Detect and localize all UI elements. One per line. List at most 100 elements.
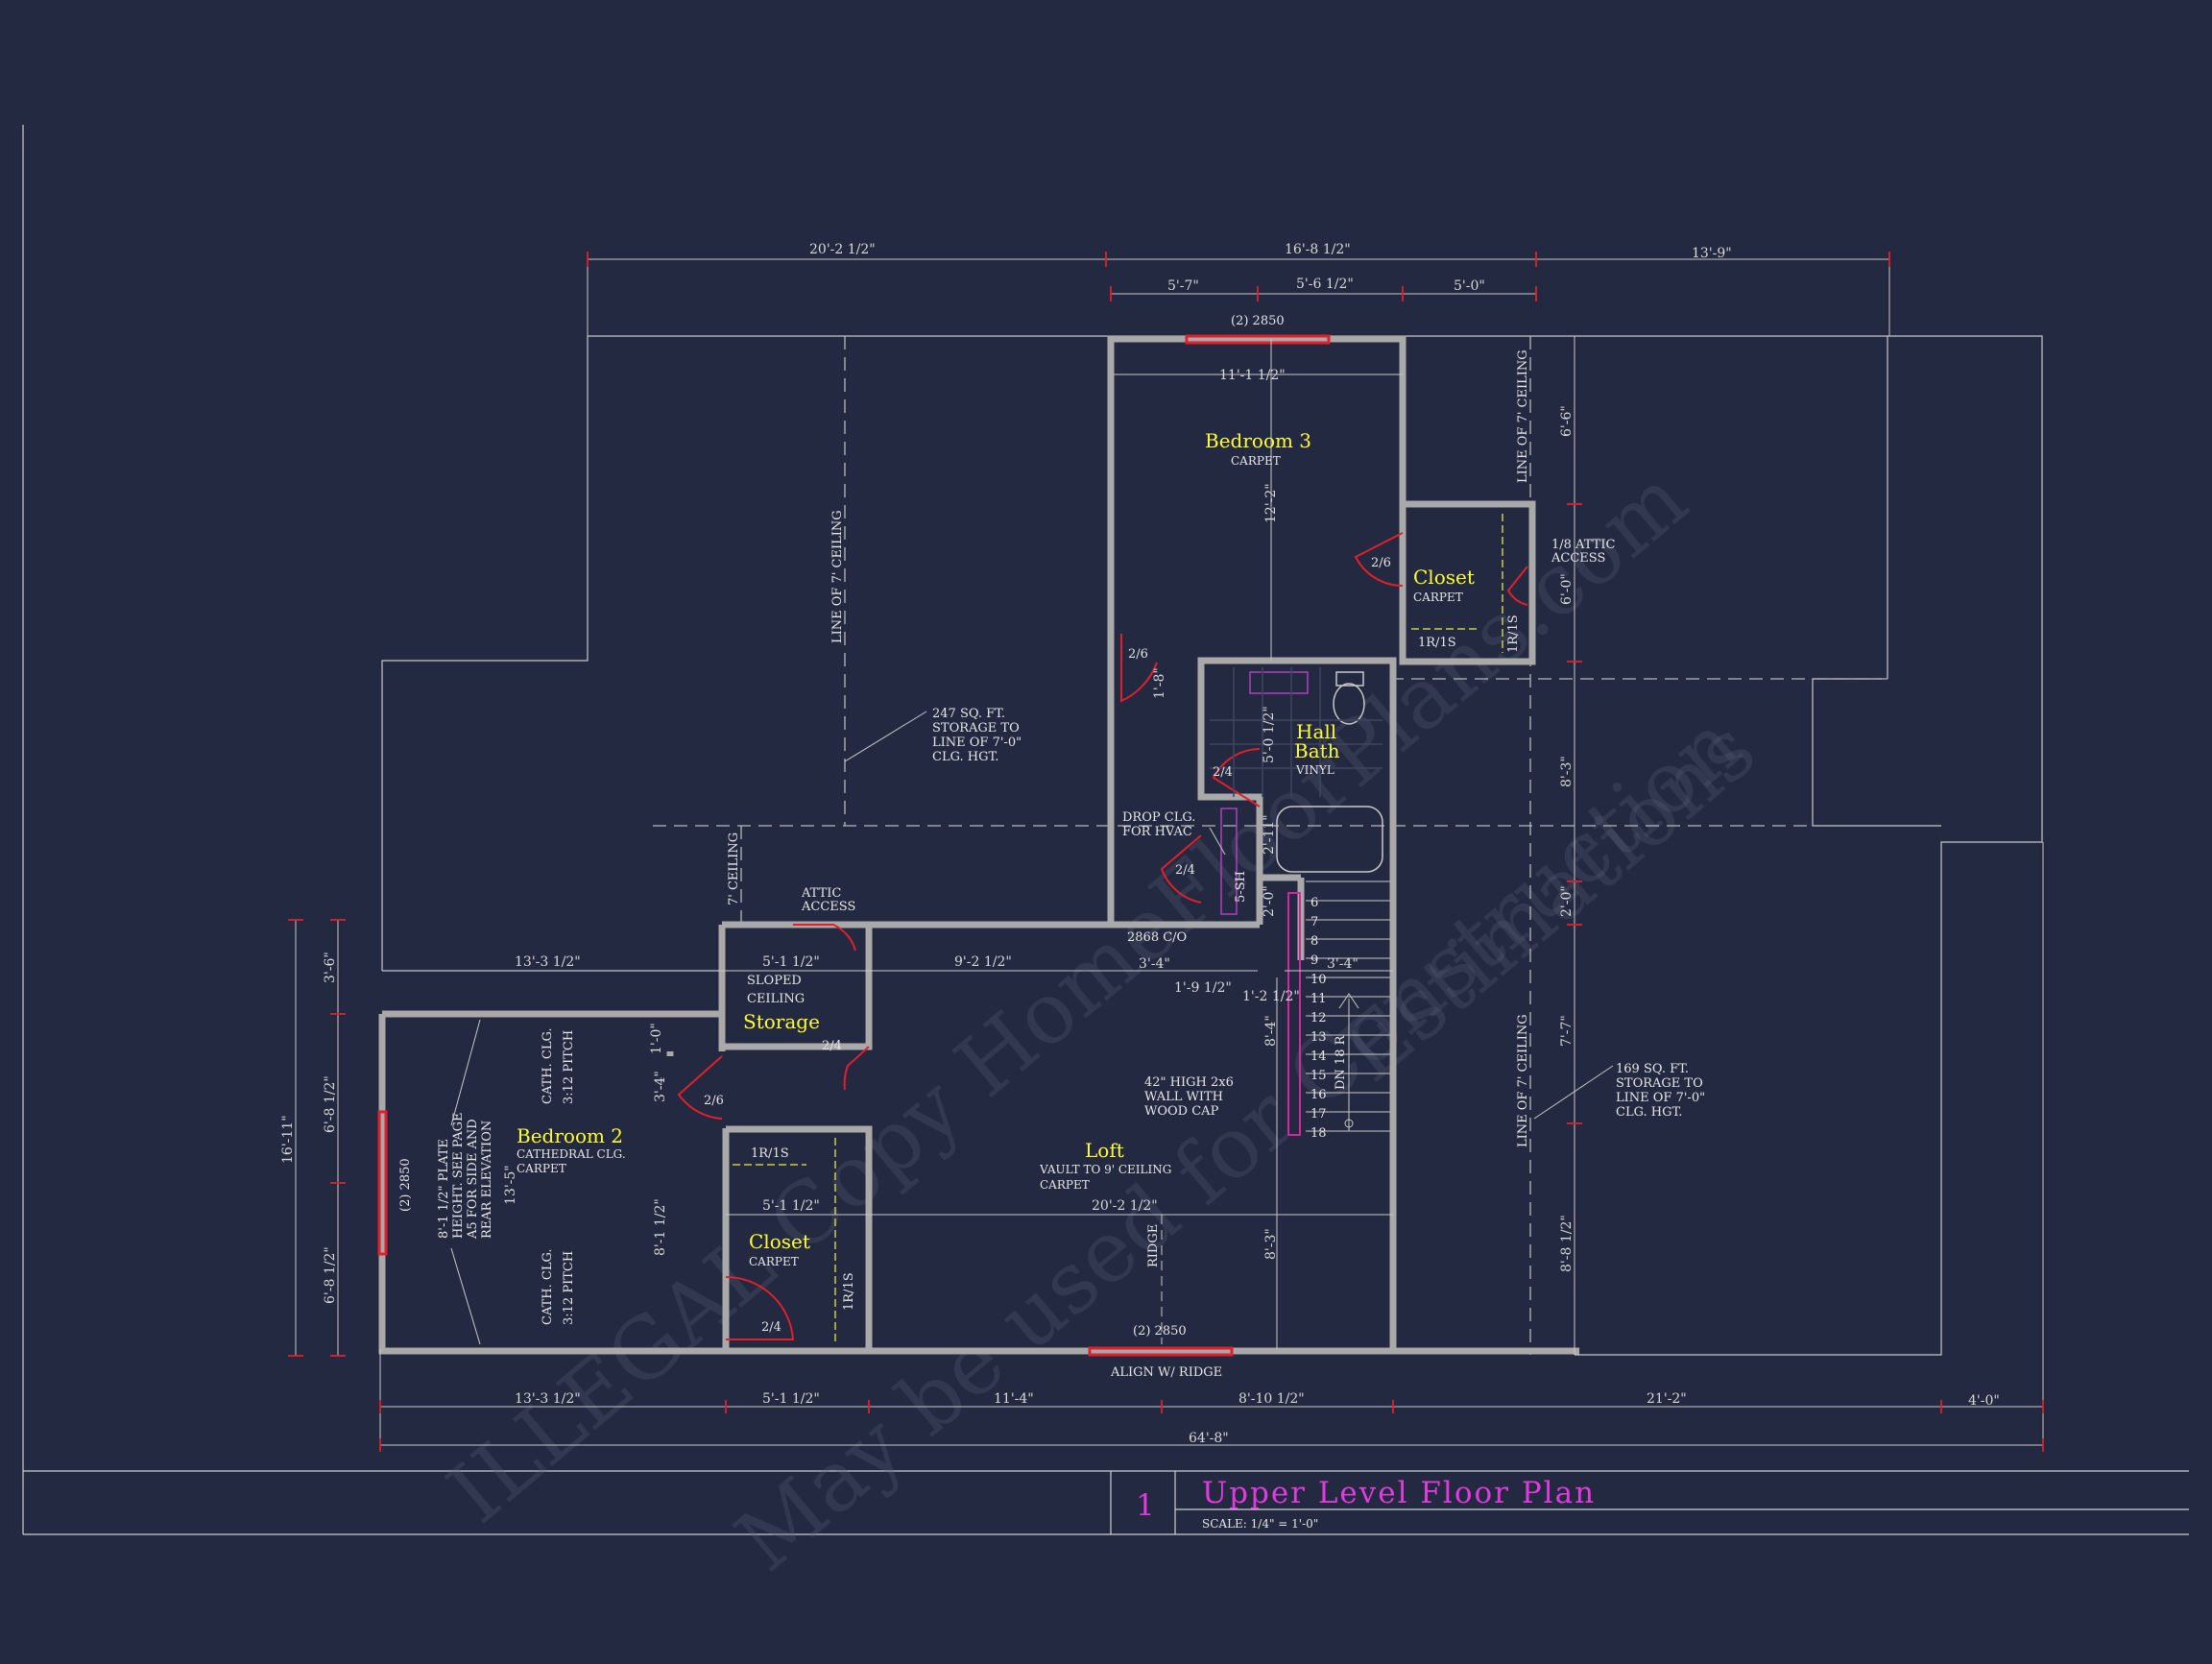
title-scale: SCALE: 1/4" = 1'-0" (1202, 1517, 1318, 1531)
dim-bottom2: 5'-1 1/2" (762, 1391, 820, 1407)
note-shelf-bottom-v: 1R/1S (842, 1272, 856, 1311)
hall-bath-label-1: Hall (1296, 720, 1336, 743)
note-ceiling-right-bottom: LINE OF 7' CEILING (1516, 1014, 1530, 1147)
note-pitch-bottom: 3:12 PITCH (562, 1251, 576, 1325)
dim-right-v1: 6'-6" (1559, 405, 1575, 437)
sheet-border (22, 125, 2189, 1535)
title-text: Upper Level Floor Plan (1202, 1476, 1596, 1510)
note-storage-left-1: 247 SQ. FT. (932, 707, 1005, 721)
dim-mid-storage: 5'-1 1/2" (762, 954, 820, 970)
stair-number: 12 (1310, 1011, 1327, 1025)
stair-number: 11 (1310, 992, 1327, 1006)
note-cath-clg-top: CATH. CLG. (541, 1027, 555, 1104)
note-door-26-c: 2/6 (704, 1094, 724, 1108)
note-drop-clg-2: FOR HVAC (1122, 825, 1192, 839)
stair-number: 6 (1310, 896, 1318, 910)
note-shelf-top-v: 1R/1S (1506, 615, 1521, 653)
dim-bath-v3: 2'-0" (1262, 885, 1277, 917)
bath-fixtures (1210, 667, 1383, 915)
dim-closet-width: 5'-1 1/2" (762, 1198, 820, 1214)
note-sloped-2: CEILING (747, 992, 805, 1006)
dim-bed2-v3: 3'-4" (653, 1071, 668, 1102)
dim-top-sub3: 5'-0" (1454, 278, 1485, 294)
dim-right-v6: 8'-8 1/2" (1559, 1215, 1575, 1272)
closet-top-label: Closet (1413, 566, 1475, 589)
note-storage-left-3: LINE OF 7'-0" (932, 736, 1022, 750)
note-shelf-bottom: 1R/1S (751, 1146, 789, 1161)
note-drop-clg-1: DROP CLG. (1122, 810, 1195, 825)
note-storage-right-2: STORAGE TO (1616, 1076, 1703, 1091)
dim-left-v1: 3'-6" (323, 952, 338, 983)
stair-number: 9 (1310, 953, 1318, 968)
dim-top-mid: 16'-8 1/2" (1285, 242, 1351, 257)
storage-label: Storage (743, 1010, 820, 1033)
dim-bath-v2: 2'-11" (1262, 814, 1277, 855)
svg-text:ILLEGAL Copy HomeFloorPlans.co: ILLEGAL Copy HomeFloorPlans.com (429, 449, 1705, 1542)
dim-left-v2: 6'-8 1/2" (323, 1075, 338, 1133)
dim-bed2-v4: 8'-1 1/2" (653, 1198, 668, 1256)
dim-mid-loft: 9'-2 1/2" (954, 954, 1012, 970)
dim-bed3-depth: 12'-2" (1263, 483, 1279, 523)
stair-number: 16 (1310, 1088, 1327, 1102)
dim-bottom6: 4'-0" (1968, 1393, 2000, 1409)
note-ceiling-right-top: LINE OF 7' CEILING (1516, 350, 1530, 483)
note-pitch-top: 3:12 PITCH (562, 1030, 576, 1104)
note-storage-left-2: STORAGE TO (932, 721, 1020, 736)
hall-bath-label-2: Bath (1294, 739, 1340, 762)
windows (377, 334, 1331, 1357)
stair-number: 7 (1310, 915, 1318, 929)
bedroom3-label: Bedroom 3 (1205, 429, 1311, 452)
leader-lines (450, 711, 1614, 1345)
hall-bath-finish: VINYL (1295, 763, 1334, 777)
loft-finish-2: CARPET (1040, 1178, 1090, 1192)
dim-right-v2: 6'-0" (1559, 573, 1575, 605)
dim-top-left: 20'-2 1/2" (809, 242, 876, 257)
dim-bed2-v2: 1'-0" (649, 1023, 664, 1054)
note-door-24-d: 2/4 (761, 1320, 781, 1335)
note-plate-4: REAR ELEVATION (480, 1121, 494, 1239)
dim-right-v4: 2'-0" (1559, 885, 1575, 917)
dim-mid-3-4b: 3'-4" (1327, 956, 1358, 972)
dim-left-v3: 6'-8 1/2" (323, 1246, 338, 1304)
stair-number: 14 (1310, 1049, 1327, 1064)
note-plate-2: HEIGHT. SEE PAGE (451, 1112, 466, 1239)
dim-mid-1-2: 1'-2 1/2" (1242, 989, 1300, 1004)
stairs (1287, 880, 1390, 1136)
dim-stair-v: 8'-4" (1263, 1015, 1279, 1047)
dim-bath-v: 5'-0 1/2" (1262, 706, 1277, 763)
note-plate-3: A5 FOR SIDE AND (466, 1119, 480, 1240)
dim-top-sub1: 5'-7" (1167, 278, 1199, 294)
dimension-lines (295, 258, 2044, 1450)
note-attic-mid-2: ACCESS (801, 900, 855, 914)
room-labels: Bedroom 3 CARPET Closet CARPET Hall Bath… (517, 429, 1475, 1268)
note-door-26-b: 2/6 (1128, 647, 1148, 662)
loft-finish-1: VAULT TO 9' CEILING (1039, 1163, 1171, 1176)
dim-mid-left: 13'-3 1/2" (515, 954, 581, 970)
dim-loft-v: 8'-3" (1263, 1228, 1279, 1260)
dim-right-v5: 7'-7" (1559, 1015, 1575, 1047)
stair-number: 8 (1310, 934, 1318, 949)
note-attic-top-1: 1/8 ATTIC (1551, 538, 1615, 552)
note-shelf-top: 1R/1S (1418, 636, 1456, 650)
note-window-top: (2) 2850 (1231, 314, 1285, 328)
note-window-bottom: (2) 2850 (1133, 1324, 1187, 1338)
stair-number: 10 (1310, 973, 1327, 987)
dim-right-v3: 8'-3" (1559, 756, 1575, 787)
dim-loft-width: 20'-2 1/2" (1092, 1198, 1158, 1214)
note-window-left: (2) 2850 (398, 1158, 413, 1212)
dim-left-total: 16'-11" (280, 1115, 296, 1164)
stair-number: 18 (1310, 1126, 1327, 1141)
dim-bottom1: 13'-3 1/2" (515, 1391, 581, 1407)
note-storage-left-4: CLG. HGT. (932, 750, 998, 764)
closet-top-finish: CARPET (1413, 591, 1463, 604)
note-ceiling-left: LINE OF 7' CEILING (830, 510, 845, 643)
walls (378, 335, 1579, 1355)
dim-overall: 64'-8" (1189, 1431, 1229, 1446)
doors (677, 532, 1528, 1340)
note-shower: 5-SH (1234, 871, 1248, 903)
note-attic-top-2: ACCESS (1551, 551, 1605, 566)
note-sloped-1: SLOPED (747, 974, 802, 988)
note-storage-right-3: LINE OF 7'-0" (1616, 1091, 1705, 1105)
